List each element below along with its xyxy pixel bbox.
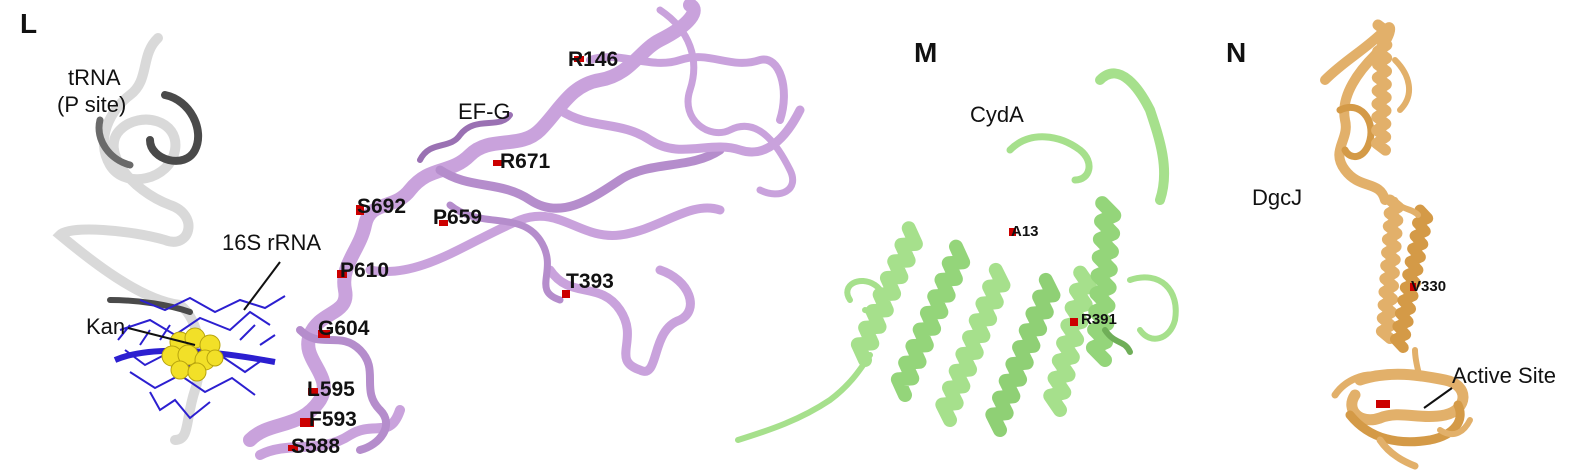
panel-n: N DgcJ V330 Act [1226, 19, 1556, 470]
efg-protein [243, 0, 805, 460]
label-trna-site: (P site) [57, 92, 126, 117]
label-cyda: CydA [970, 102, 1024, 127]
residue-g604: G604 [318, 317, 370, 340]
panel-letter-m: M [914, 37, 937, 68]
residue-p659: P659 [433, 206, 482, 229]
residue-p610: P610 [340, 259, 389, 282]
panel-letter-n: N [1226, 37, 1246, 68]
residue-r146: R146 [568, 48, 618, 71]
label-efg: EF-G [458, 99, 511, 124]
efg-mutation-markers [288, 56, 584, 451]
kan-molecule [161, 327, 224, 382]
label-trna: tRNA [68, 65, 121, 90]
residue-t393: T393 [566, 270, 614, 293]
active-site-leader [1423, 387, 1453, 409]
residue-a13: A13 [1011, 223, 1039, 240]
cyda-mutation-markers [1009, 228, 1078, 326]
dgcj-mutation-markers [1376, 283, 1416, 408]
cyda-protein [735, 68, 1179, 443]
dgcj-protein [1320, 19, 1473, 470]
panel-l: L [20, 0, 805, 460]
residue-r671: R671 [500, 150, 551, 173]
label-active-site: Active Site [1452, 363, 1556, 388]
residue-f593: F593 [309, 408, 357, 431]
residue-s692: S692 [357, 195, 406, 218]
label-kan: Kan [86, 314, 125, 339]
residue-l595: L595 [307, 378, 355, 401]
leader-lines [127, 261, 281, 346]
residue-s588: S588 [291, 435, 340, 458]
panel-m: M CydA A13 R391 [735, 37, 1179, 443]
residue-r391: R391 [1081, 311, 1117, 328]
label-16s-rrna: 16S rRNA [222, 230, 321, 255]
panel-letter-l: L [20, 8, 37, 39]
residue-v330: V330 [1411, 278, 1446, 295]
label-dgcj: DgcJ [1252, 185, 1302, 210]
